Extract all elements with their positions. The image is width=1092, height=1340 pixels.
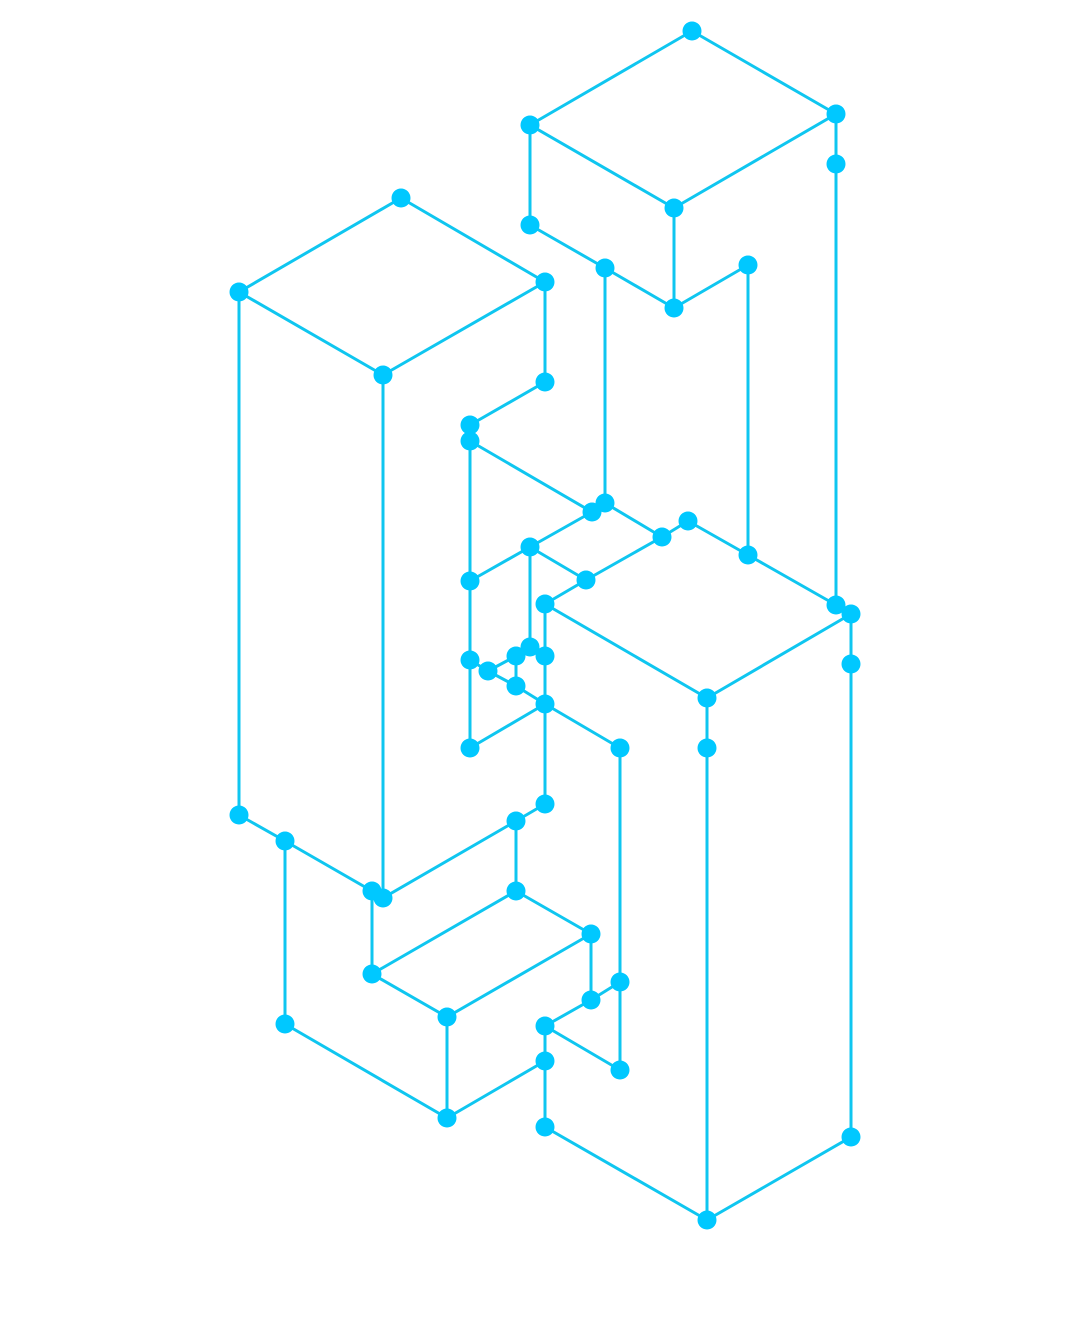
vertex-node xyxy=(583,503,602,522)
vertex-node xyxy=(536,1052,555,1071)
vertex-node xyxy=(577,571,596,590)
vertex-node xyxy=(276,1015,295,1034)
vertex-node xyxy=(521,116,540,135)
vertex-node xyxy=(582,925,601,944)
vertex-node xyxy=(438,1008,457,1027)
vertex-node xyxy=(363,965,382,984)
vertex-node xyxy=(842,655,861,674)
vertex-node xyxy=(611,739,630,758)
vertex-node xyxy=(842,605,861,624)
edge-path xyxy=(530,31,836,208)
edge-path xyxy=(545,614,851,1220)
vertex-node xyxy=(521,538,540,557)
vertex-node xyxy=(683,22,702,41)
edge-path xyxy=(239,198,545,375)
vertex-node xyxy=(653,528,672,547)
vertex-node xyxy=(461,651,480,670)
vertex-node xyxy=(611,973,630,992)
vertex-node xyxy=(230,806,249,825)
edge-path xyxy=(239,292,383,898)
vertex-node xyxy=(827,105,846,124)
vertex-node xyxy=(507,812,526,831)
vertex-node xyxy=(536,595,555,614)
vertex-node xyxy=(665,199,684,218)
vertex-node xyxy=(536,1118,555,1137)
vertex-node xyxy=(230,283,249,302)
vertex-node xyxy=(374,366,393,385)
vertex-node xyxy=(461,432,480,451)
vertex-node xyxy=(698,739,717,758)
vertex-node xyxy=(438,1109,457,1128)
vertex-node xyxy=(827,155,846,174)
vertex-node xyxy=(507,677,526,696)
edge-path xyxy=(372,891,591,1017)
edge-path xyxy=(470,441,851,614)
vertex-node xyxy=(461,739,480,758)
vertex-node xyxy=(536,373,555,392)
edge-path xyxy=(545,1000,620,1070)
vertex-node xyxy=(679,512,698,531)
vertex-node xyxy=(536,1017,555,1036)
vertex-node xyxy=(374,889,393,908)
vertex-node xyxy=(507,882,526,901)
vertex-node xyxy=(698,689,717,708)
vertex-node xyxy=(536,795,555,814)
vertex-node xyxy=(665,299,684,318)
vertex-node xyxy=(739,546,758,565)
vertex-node xyxy=(479,662,498,681)
vertex-node xyxy=(507,647,526,666)
edge-path xyxy=(545,604,851,698)
vertex-node xyxy=(596,259,615,278)
edges-group xyxy=(239,31,851,1220)
vertex-node xyxy=(582,991,601,1010)
vertex-node xyxy=(536,647,555,666)
vertex-node xyxy=(536,695,555,714)
vertex-node xyxy=(392,189,411,208)
vertex-node xyxy=(739,256,758,275)
edge-path xyxy=(530,537,662,580)
edge-path xyxy=(285,841,545,1118)
vertex-node xyxy=(536,273,555,292)
vertex-node xyxy=(611,1061,630,1080)
vertex-node xyxy=(698,1211,717,1230)
vertex-node xyxy=(521,216,540,235)
vertex-node xyxy=(276,832,295,851)
vertex-node xyxy=(461,572,480,591)
vertex-node xyxy=(842,1128,861,1147)
